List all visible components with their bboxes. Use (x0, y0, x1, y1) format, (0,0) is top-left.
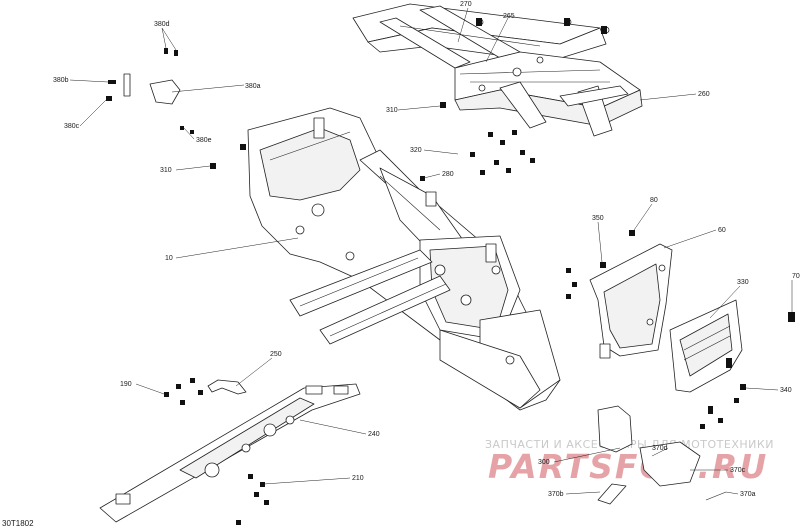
callout-310-left: 310 (160, 167, 172, 174)
rear-subframe-part (352, 3, 643, 137)
callout-70: 70 (792, 273, 800, 280)
callout-350: 350 (592, 215, 604, 222)
leader-lines (69, 7, 793, 495)
main-frame-part (247, 107, 561, 411)
callout-380b: 380b (53, 77, 69, 84)
callout-380a: 380a (245, 83, 261, 90)
callout-370c: 370c (730, 467, 746, 474)
callout-240: 240 (368, 431, 380, 438)
callout-10: 10 (165, 255, 173, 262)
callout-330: 330 (737, 279, 749, 286)
diagram-reference: 30T1802 (2, 519, 34, 528)
callout-60: 60 (718, 227, 726, 234)
callout-300: 300 (538, 459, 550, 466)
bracket-300-part (597, 405, 727, 505)
watermark-logo: PARTSFOR.RU (488, 447, 768, 486)
callout-340: 340 (780, 387, 792, 394)
bracket-60-part (589, 243, 673, 359)
fasteners (164, 102, 795, 525)
plate-330-part (669, 299, 743, 393)
callout-320: 320 (410, 147, 422, 154)
small-parts-380 (106, 48, 194, 134)
bracket-250-part (207, 379, 247, 395)
watermark: ЗАПЧАСТИ И АКСЕССУАРЫ ДЛЯ МОТОТЕХНИКИ PA… (485, 438, 773, 486)
callout-190: 190 (120, 381, 132, 388)
callout-250: 250 (270, 351, 282, 358)
callout-370b: 370b (548, 491, 564, 498)
callout-80: 80 (650, 197, 658, 204)
lower-rail-part (99, 383, 361, 523)
callout-380e: 380e (196, 137, 212, 144)
callout-labels: 270 265 260 380d 380b 380a 380c 380e 310… (53, 1, 800, 498)
callout-265: 265 (503, 13, 515, 20)
callout-280: 280 (442, 171, 454, 178)
callout-210: 210 (352, 475, 364, 482)
callout-370d: 370d (652, 445, 668, 452)
callout-380c: 380c (64, 123, 80, 130)
callout-310-top: 310 (386, 107, 398, 114)
callout-380d: 380d (154, 21, 170, 28)
callout-370a: 370a (740, 491, 756, 498)
callout-270: 270 (460, 1, 472, 8)
callout-260: 260 (698, 91, 710, 98)
